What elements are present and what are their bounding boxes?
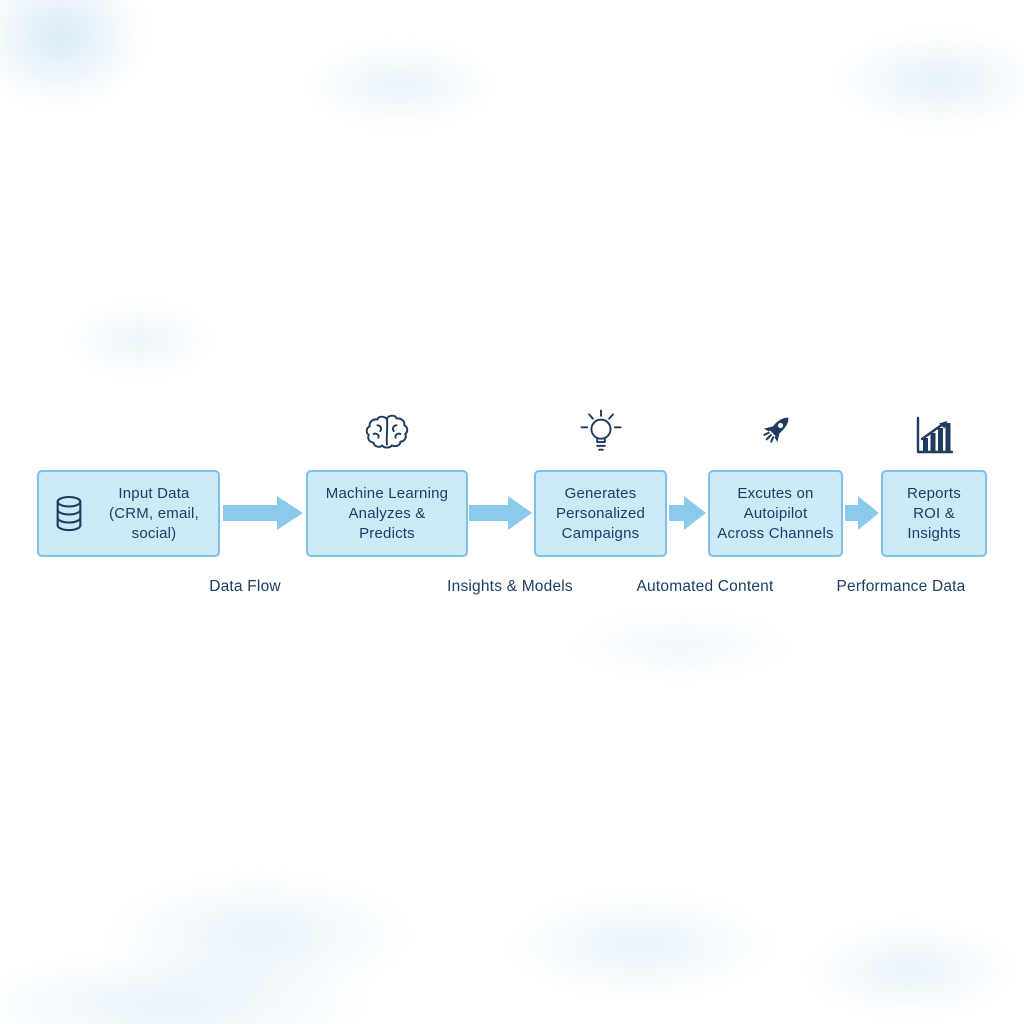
step-box-executes-autopilot: Excutes on Autoipilot Across Channels bbox=[708, 470, 843, 557]
background-blob bbox=[830, 30, 1024, 130]
background-blob bbox=[0, 0, 150, 110]
flow-arrow-icon bbox=[669, 496, 706, 535]
step-label: Excutes on Autoipilot Across Channels bbox=[717, 484, 834, 542]
step-label: Generates Personalized Campaigns bbox=[555, 484, 646, 542]
flow-arrow-icon bbox=[845, 496, 879, 535]
background-blob bbox=[300, 40, 500, 130]
background-blob bbox=[0, 950, 380, 1024]
step-label: Machine Learning Analyzes & Predicts bbox=[325, 484, 449, 542]
background-blob bbox=[560, 610, 800, 680]
background-blob bbox=[800, 920, 1020, 1020]
background-blob bbox=[60, 300, 220, 380]
lightbulb-icon bbox=[580, 408, 622, 458]
step-box-reports-roi: Reports ROI & Insights bbox=[881, 470, 987, 557]
brain-icon bbox=[364, 412, 410, 452]
step-label: Input Data (CRM, email, social) bbox=[109, 484, 199, 542]
bar-chart-icon bbox=[912, 414, 956, 458]
rocket-icon bbox=[751, 406, 803, 454]
background-blob bbox=[500, 890, 780, 1000]
flow-label-performance-data: Performance Data bbox=[836, 578, 966, 595]
step-box-machine-learning: Machine Learning Analyzes & Predicts bbox=[306, 470, 468, 557]
flow-arrow-icon bbox=[469, 496, 532, 535]
flow-label-data-flow: Data Flow bbox=[209, 578, 281, 595]
step-box-generates-campaigns: Generates Personalized Campaigns bbox=[534, 470, 667, 557]
flow-label-insights-models: Insights & Models bbox=[447, 578, 573, 595]
step-box-input-data: Input Data (CRM, email, social) bbox=[37, 470, 220, 557]
flow-label-automated-content: Automated Content bbox=[636, 578, 774, 595]
step-label: Reports ROI & Insights bbox=[907, 484, 961, 542]
flow-arrow-icon bbox=[223, 496, 303, 535]
background-blob bbox=[100, 870, 420, 1000]
database-icon bbox=[52, 493, 86, 535]
